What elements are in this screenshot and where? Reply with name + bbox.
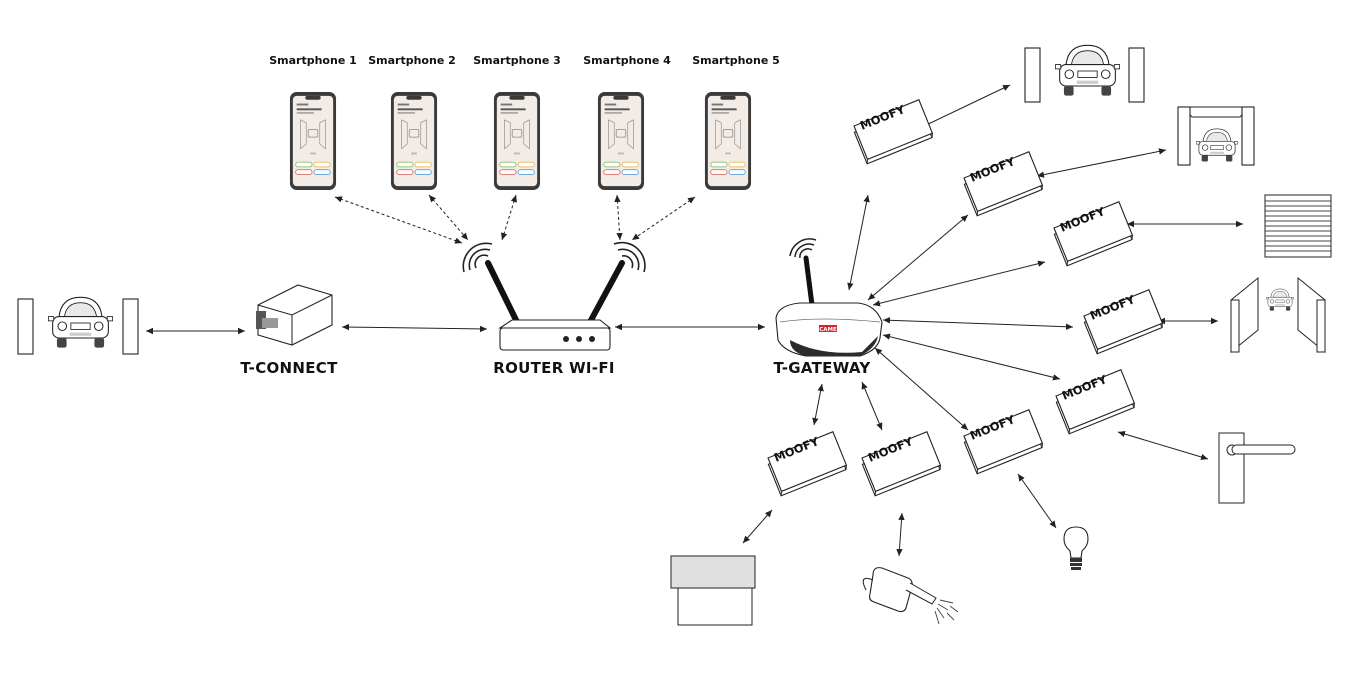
smartphone-5-icon (704, 91, 752, 191)
gate-pillar-left (17, 298, 34, 355)
box-icon (670, 555, 756, 626)
smartphone-4-label: Smartphone 4 (583, 54, 671, 67)
car-icon (48, 296, 113, 349)
link-moofy-garage (1036, 148, 1167, 178)
link-moofy-handle (1117, 430, 1209, 461)
smartphone-5-label: Smartphone 5 (692, 54, 780, 67)
link-gateway-moofy-3 (872, 260, 1046, 307)
link-gateway-moofy-2 (867, 214, 969, 301)
moofy-module-6: MOOFY (961, 409, 1045, 475)
smartphone-2-icon (390, 91, 438, 191)
smartphone-1: Smartphone 1 (269, 54, 357, 191)
smartphone-3: Smartphone 3 (473, 54, 561, 191)
t-connect-device: T-CONNECT (240, 284, 338, 377)
router-wifi-right-icon (613, 241, 646, 273)
link-gateway-moofy-7 (861, 381, 883, 431)
gateway-wifi-icon (789, 238, 817, 259)
t-gateway-device: CAME T-GATEWAY (773, 238, 883, 377)
router-label: ROUTER WI-FI (493, 359, 615, 377)
link-gateway-moofy-6 (874, 347, 969, 431)
link-moofy-watering (896, 512, 905, 557)
moofy-module-4: MOOFY (1081, 289, 1165, 355)
link-smartphone-3 (501, 194, 517, 241)
t-gateway-label: T-GATEWAY (773, 359, 871, 377)
link-smartphone-5 (631, 196, 696, 241)
smartphone-4: Smartphone 4 (583, 54, 671, 191)
gate-pillar-right (122, 298, 139, 355)
smartphone-3-icon (493, 91, 541, 191)
link-smartphone-1 (334, 196, 463, 244)
link-gateway-moofy-4 (882, 317, 1074, 330)
moofy-module-2: MOOFY (961, 151, 1045, 217)
connection-lines (146, 84, 1243, 557)
gateway-brand-logo (819, 325, 837, 332)
smartphone-2: Smartphone 2 (368, 54, 456, 191)
door-handle-icon (1218, 432, 1296, 504)
sliding-gate-icon (1230, 276, 1326, 354)
moofy-module-3: MOOFY (1051, 201, 1135, 267)
light-bulb-icon (1063, 526, 1089, 570)
smartphone-1-label: Smartphone 1 (269, 54, 357, 67)
link-moofy-bulb (1017, 473, 1057, 529)
router-wifi-left-icon (462, 242, 493, 273)
link-moofy-swing-gate (919, 84, 1011, 129)
link-smartphone-2 (428, 194, 469, 241)
link-tconnect-router (341, 323, 488, 333)
smartphone-2-label: Smartphone 2 (368, 54, 456, 67)
gateway-brand-text: CAME (819, 327, 837, 333)
smartphone-4-icon (597, 91, 645, 191)
link-smartphone-4 (614, 194, 623, 241)
moofy-module-5: MOOFY (1053, 369, 1137, 435)
t-connect-terminal-icon (256, 311, 266, 329)
smartphone-group: Smartphone 1 Smartphone 2 Smartphone 3 S… (269, 54, 780, 191)
moofy-modules: MOOFY MOOFY MOOFY MOOFY MOOFY MOOFY MOOF… (765, 99, 1165, 497)
link-gateway-moofy-5 (882, 333, 1061, 381)
watering-can-icon (862, 567, 959, 625)
router-device: ROUTER WI-FI (462, 241, 646, 377)
smartphone-3-label: Smartphone 3 (473, 54, 561, 67)
left-swing-gate (17, 296, 139, 355)
moofy-module-1: MOOFY (851, 99, 935, 165)
link-moofy-box (742, 509, 773, 544)
moofy-module-7: MOOFY (859, 431, 943, 497)
smartphone-1-icon (289, 91, 337, 191)
t-connect-label: T-CONNECT (240, 359, 338, 377)
roller-shutter-icon (1264, 194, 1332, 258)
link-gateway-moofy-1 (847, 194, 870, 291)
link-gateway-moofy-8 (812, 383, 824, 426)
smartphone-5: Smartphone 5 (692, 54, 780, 191)
swing-gate-icon (1024, 44, 1145, 103)
garage-door-icon (1177, 106, 1255, 166)
moofy-module-8: MOOFY (765, 431, 849, 497)
